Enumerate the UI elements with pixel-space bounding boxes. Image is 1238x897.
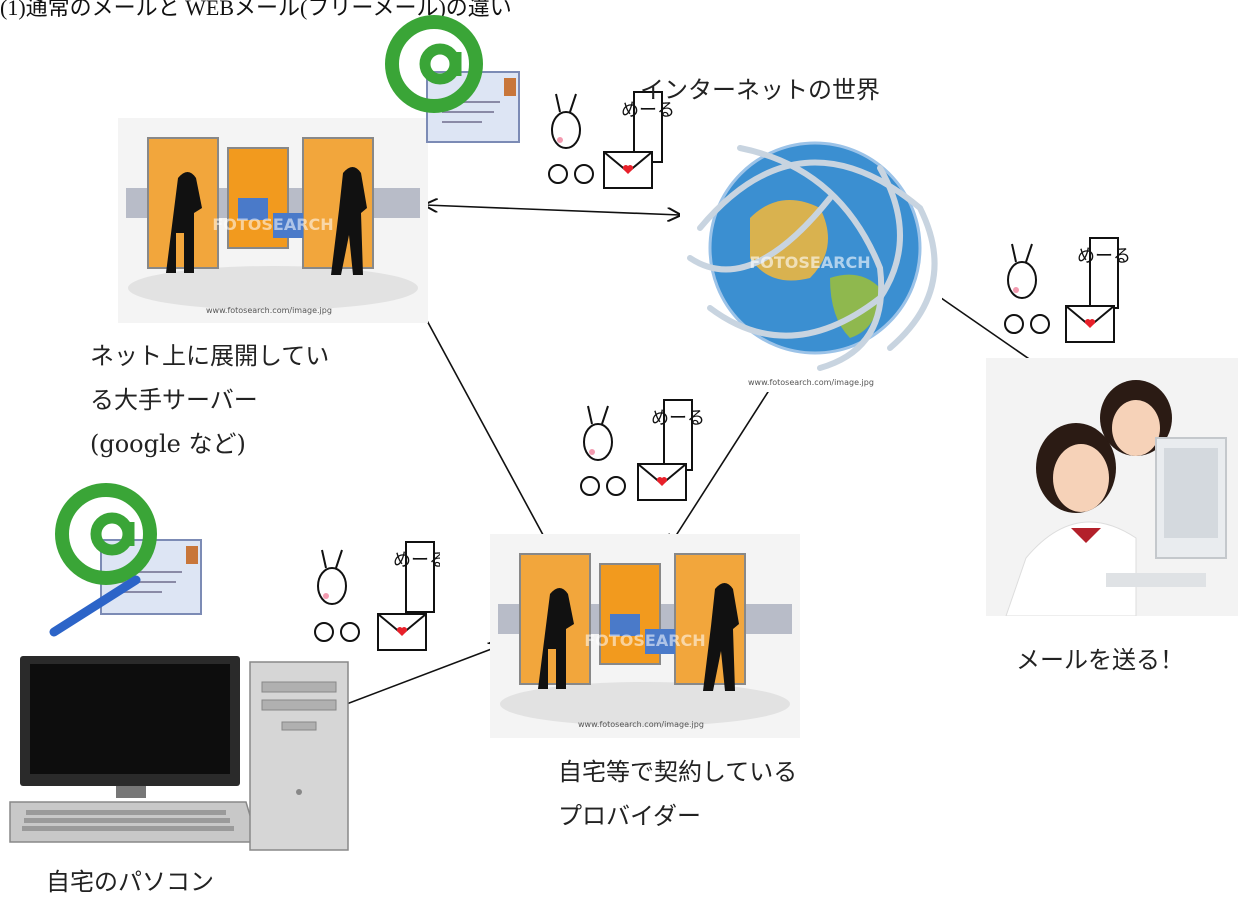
svg-text:FOTOSEARCH: FOTOSEARCH [749,253,870,272]
girls-at-computer-photo [986,358,1238,617]
desktop-computer-illustration [6,652,361,852]
mascot-sign-text: めーる [621,100,674,121]
page-header: (1)通常のメールと WEBメール(フリーメール)の違い [0,0,512,20]
mail-mascot-icon: めーる [1000,236,1131,356]
mascot-sign-text: めーる [1077,246,1130,267]
watermark-text: FOTOSEARCH [212,215,333,234]
svg-text:FOTOSEARCH: FOTOSEARCH [584,631,705,650]
image-credit: www.fotosearch.com/image.jpg [206,306,332,315]
label-provider-line1: 自宅等で契約している [558,758,798,786]
mascot-sign-text: めーる [651,408,705,429]
label-server-line1: ネット上に展開してい [90,342,330,370]
label-server-line3: (google など) [90,430,246,458]
image-credit: www.fotosearch.com/image.jpg [578,720,704,729]
arrow-server-provider [405,280,555,557]
label-send-mail: メールを送る！ [1016,646,1184,674]
label-provider-line2: プロバイダー [558,802,702,830]
label-web-mail-server: ネット上に展開してい る大手サーバー (google など) [90,334,329,466]
globe-cable-illustration: FOTOSEARCH www.fotosearch.com/image.jpg [680,108,942,392]
mail-mascot-icon: めーる [310,540,447,660]
arrow-server-internet [425,205,680,215]
mascot-sign-text: めーる [393,550,440,571]
image-credit: www.fotosearch.com/image.jpg [748,378,874,387]
provider-server-illustration: FOTOSEARCH www.fotosearch.com/image.jpg [490,534,800,738]
label-home-pc: 自宅のパソコン [46,868,214,896]
at-mail-pen-icon [46,482,211,642]
label-server-line2: る大手サーバー [90,386,258,414]
mail-mascot-icon: めーる [544,90,675,205]
at-mail-icon [382,14,532,154]
web-mail-server-illustration: FOTOSEARCH www.fotosearch.com/image.jpg [118,118,428,323]
label-provider: 自宅等で契約している プロバイダー [558,750,797,838]
mail-mascot-icon: めーる [576,398,706,513]
label-internet: インターネットの世界 [640,76,880,104]
